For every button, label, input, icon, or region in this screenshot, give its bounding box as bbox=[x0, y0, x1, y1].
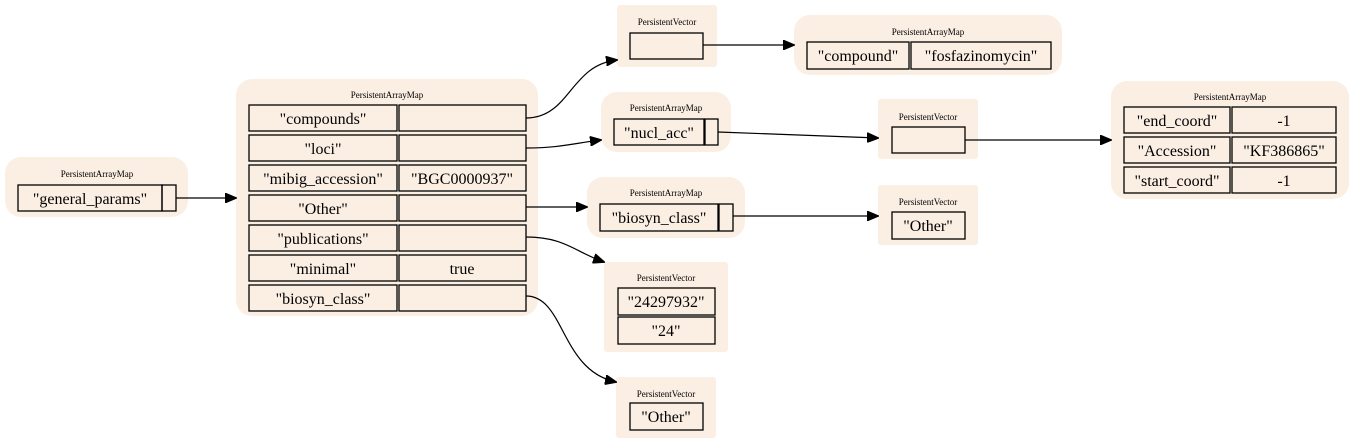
vector-item: "24" bbox=[651, 323, 680, 340]
vector-item: "Other" bbox=[641, 409, 691, 426]
node-accession-map: PersistentArrayMap "end_coord" -1 "Accessi… bbox=[1111, 81, 1349, 199]
map-key: "loci" bbox=[304, 141, 341, 158]
node-biosyn-vector: PersistentVector "Other" bbox=[616, 377, 716, 438]
node-type-label: PersistentVector bbox=[638, 17, 697, 27]
vector-item: "24297932" bbox=[627, 294, 704, 311]
edge-loci bbox=[525, 140, 601, 149]
edge-publications bbox=[525, 236, 604, 262]
vector-item: "Other" bbox=[903, 218, 953, 235]
edges bbox=[176, 45, 1111, 382]
map-key: "compound" bbox=[818, 48, 899, 65]
edge-compounds bbox=[525, 60, 617, 119]
map-value: true bbox=[450, 261, 475, 278]
map-key: "compounds" bbox=[280, 111, 367, 128]
edge-biosyn bbox=[525, 295, 616, 382]
map-key: "end_coord" bbox=[1137, 113, 1218, 130]
node-type-label: PersistentArrayMap bbox=[351, 90, 424, 100]
node-main-map: PersistentArrayMap "compounds" "loci" "mib… bbox=[236, 79, 538, 316]
node-type-label: PersistentArrayMap bbox=[630, 188, 703, 198]
map-value: "fosfazinomycin" bbox=[925, 48, 1038, 65]
map-key: "mibig_accession" bbox=[263, 171, 383, 188]
node-type-label: PersistentVector bbox=[637, 389, 696, 399]
map-key: "general_params" bbox=[33, 191, 147, 208]
node-loci-map: PersistentArrayMap "nucl_acc" bbox=[601, 92, 731, 152]
node-type-label: PersistentArrayMap bbox=[630, 103, 703, 113]
node-compound-map: PersistentArrayMap "compound" "fosfazino… bbox=[794, 15, 1062, 75]
node-nucl-acc-vector: PersistentVector bbox=[878, 99, 978, 159]
node-type-label: PersistentVector bbox=[637, 273, 696, 283]
map-key: "Other" bbox=[298, 201, 348, 218]
node-type-label: PersistentArrayMap bbox=[892, 27, 965, 37]
map-value: "BGC0000937" bbox=[411, 171, 513, 188]
node-other-vector: PersistentVector "Other" bbox=[878, 185, 978, 245]
node-type-label: PersistentArrayMap bbox=[61, 169, 134, 179]
node-publications-vector: PersistentVector "24297932" "24" bbox=[604, 262, 728, 352]
node-type-label: PersistentVector bbox=[899, 112, 958, 122]
map-key: "publications" bbox=[277, 231, 368, 248]
node-compounds-vector: PersistentVector bbox=[617, 5, 717, 67]
node-root-map: PersistentArrayMap "general_params" bbox=[5, 157, 188, 217]
node-other-map: PersistentArrayMap "biosyn_class" bbox=[587, 177, 745, 238]
map-key: "minimal" bbox=[290, 261, 356, 278]
edge-nucl-acc bbox=[717, 131, 878, 138]
map-key: "start_coord" bbox=[1134, 173, 1219, 190]
map-key: "Accession" bbox=[1138, 143, 1217, 160]
map-value: -1 bbox=[1277, 173, 1290, 190]
node-type-label: PersistentArrayMap bbox=[1194, 92, 1267, 102]
node-type-label: PersistentVector bbox=[899, 197, 958, 207]
map-value: -1 bbox=[1277, 113, 1290, 130]
map-value: "KF386865" bbox=[1243, 143, 1325, 160]
map-key: "biosyn_class" bbox=[276, 291, 371, 308]
map-key: "nucl_acc" bbox=[624, 125, 694, 142]
map-key: "biosyn_class" bbox=[612, 210, 707, 227]
